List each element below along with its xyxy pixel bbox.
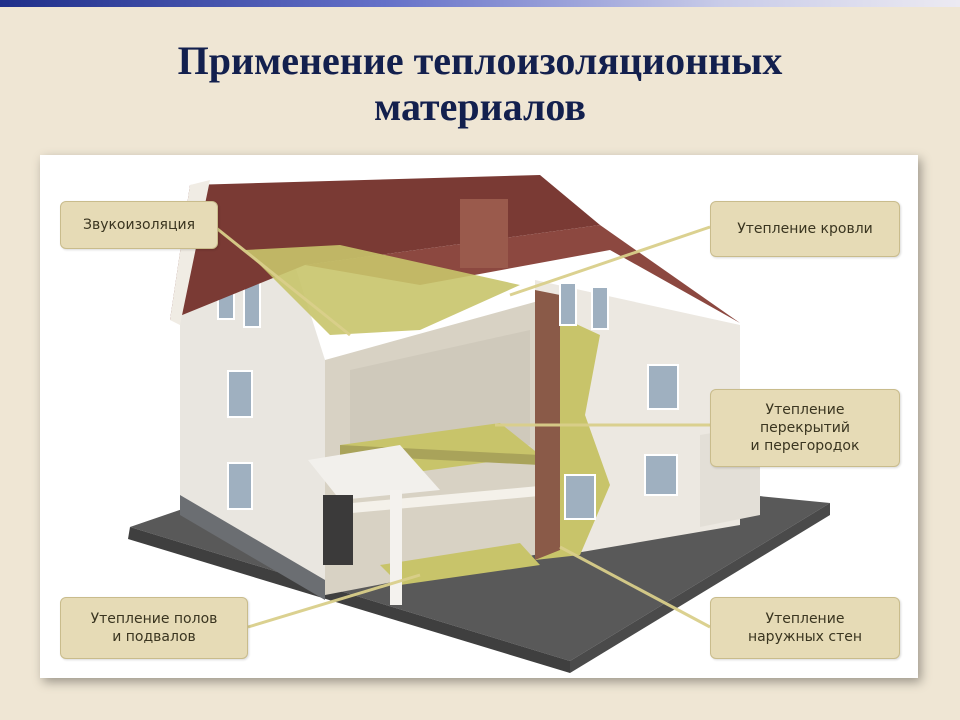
window: [227, 462, 253, 510]
window: [644, 454, 678, 496]
leader-line-roof: [509, 225, 711, 297]
callout-sound-insulation: Звукоизоляция: [60, 201, 218, 249]
callout-roof-insulation: Утепление кровли: [710, 201, 900, 257]
porch-column: [390, 490, 402, 605]
top-accent-bar: [0, 0, 960, 7]
leader-line-sound: [214, 225, 351, 337]
callout-floors-basements: Утепление полов и подвалов: [60, 597, 248, 659]
window: [559, 282, 577, 326]
window: [227, 370, 253, 418]
window: [647, 364, 679, 410]
left-wall: [180, 250, 325, 595]
callout-floors-partitions: Утепление перекрытий и перегородок: [710, 389, 900, 467]
door: [323, 495, 353, 565]
house-illustration-panel: Звукоизоляция Утепление кровли Утепление…: [40, 155, 918, 678]
house-illustration: [128, 175, 830, 673]
window: [243, 282, 261, 328]
chimney: [460, 193, 508, 268]
roof-insulation: [245, 245, 520, 335]
slide-title: Применение теплоизоляционных материалов: [177, 38, 783, 129]
porch-roof: [308, 445, 440, 500]
leader-lines: [214, 225, 711, 629]
leader-line-outer-walls: [559, 545, 711, 629]
insulation-floor: [380, 543, 540, 585]
window: [564, 474, 596, 520]
leader-line-floors-basements: [247, 573, 421, 629]
window: [591, 286, 609, 330]
callout-outer-walls: Утепление наружных стен: [710, 597, 900, 659]
